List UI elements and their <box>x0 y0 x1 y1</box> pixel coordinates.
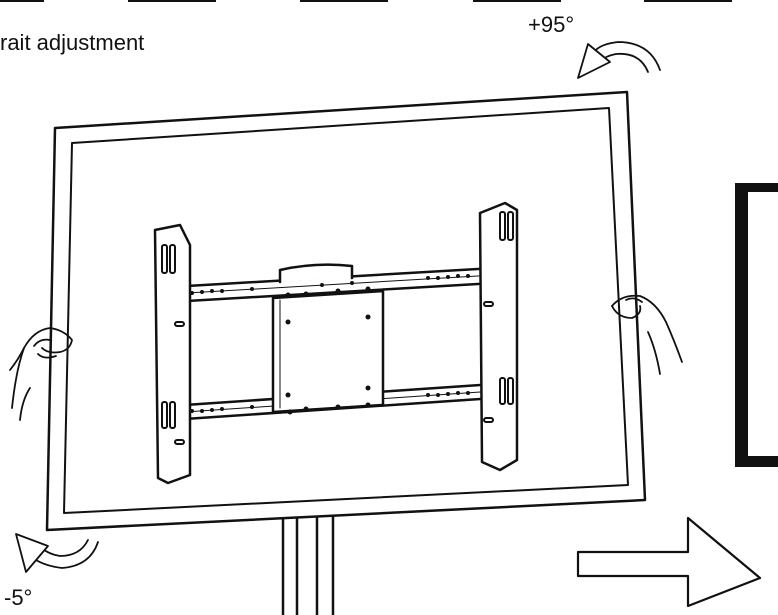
top-rule-1 <box>0 0 44 2</box>
rotate-ccw-arrow-icon-bottom <box>15 533 99 573</box>
right-bracket <box>478 201 519 472</box>
top-rule-5 <box>644 0 732 2</box>
caption-text: rait adjustment <box>0 30 145 55</box>
right-hand-icon <box>611 294 683 375</box>
rotate-ccw-arrow-icon-top <box>577 41 661 79</box>
top-rule-2 <box>128 0 216 2</box>
plate-holes <box>285 286 371 415</box>
top-rule-3 <box>300 0 388 2</box>
portrait-frame <box>735 183 778 467</box>
top-rule-4 <box>473 0 561 2</box>
right-arrow-icon <box>576 516 762 608</box>
left-bracket <box>153 223 192 485</box>
angle-plus-label: +95° <box>528 12 575 37</box>
center-plate <box>271 263 385 414</box>
left-hand-icon <box>9 327 73 421</box>
angle-minus-label: -5° <box>4 585 33 610</box>
